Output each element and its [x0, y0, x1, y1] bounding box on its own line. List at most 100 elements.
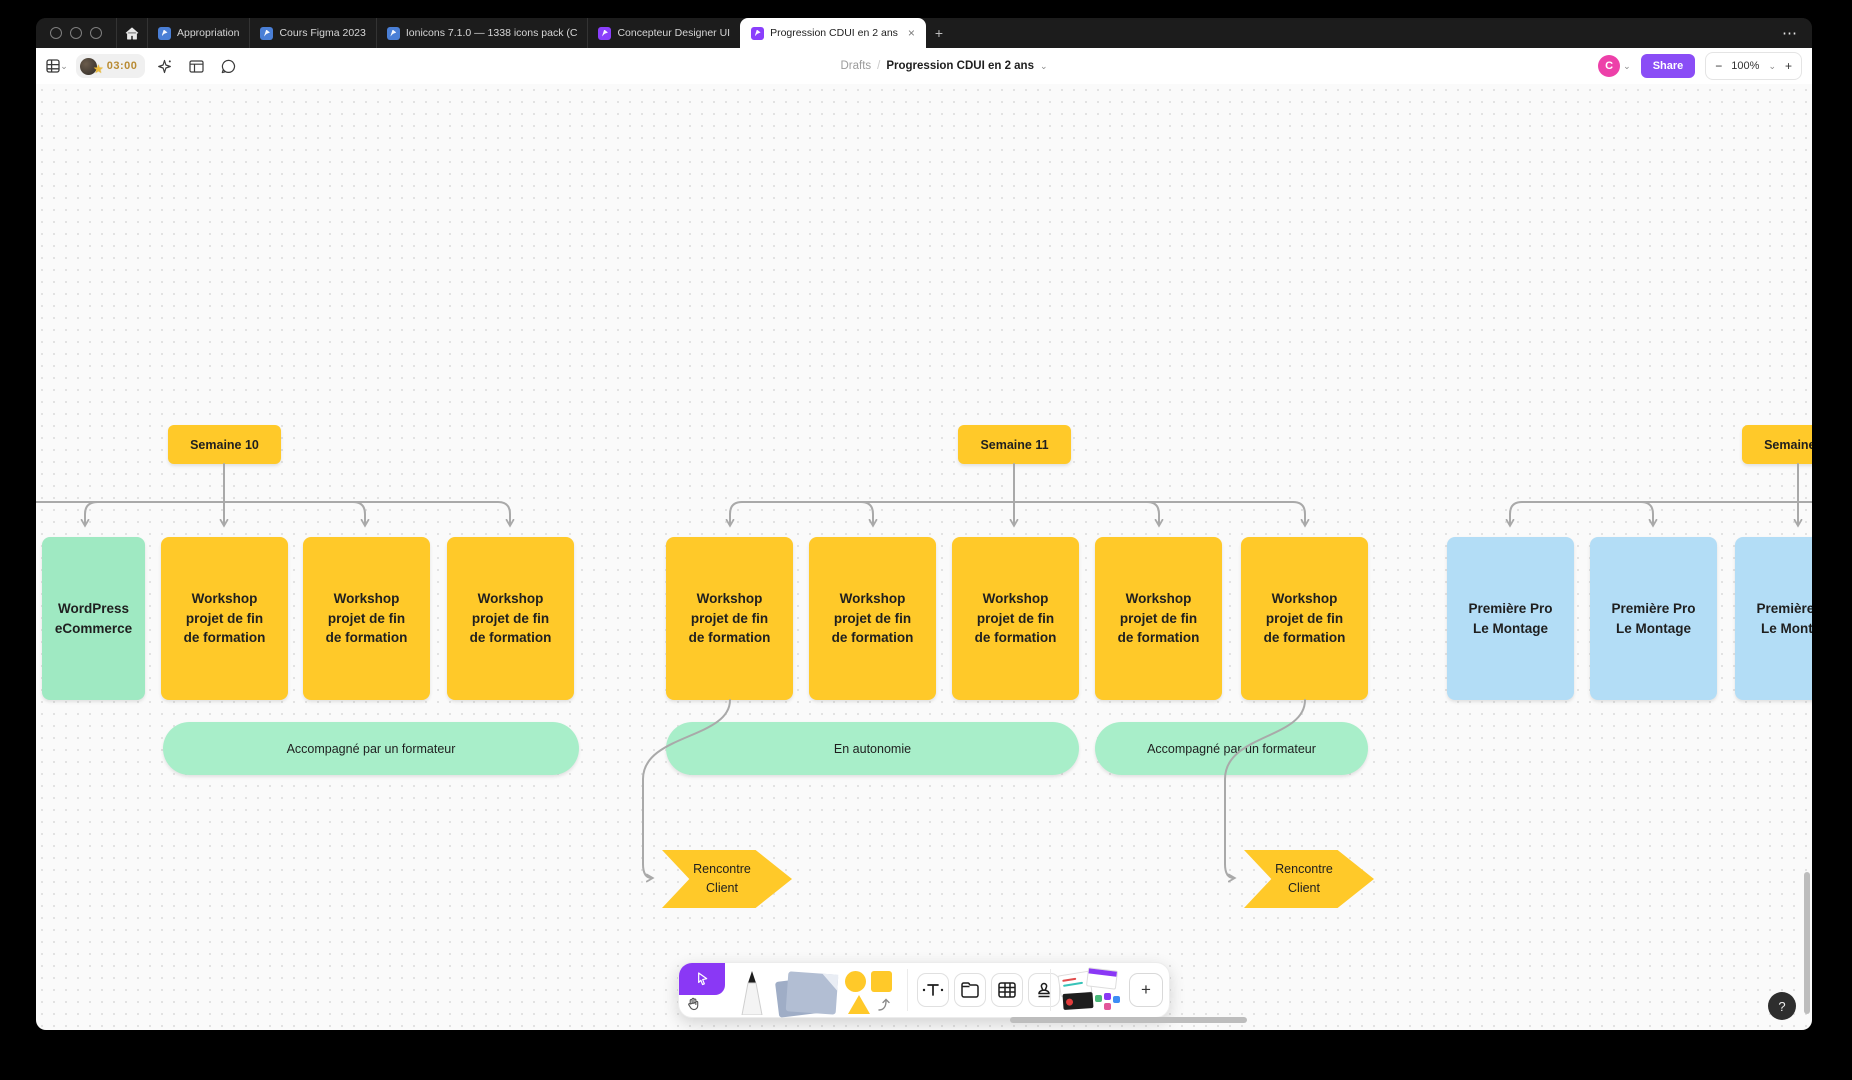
hand-icon	[686, 996, 701, 1011]
tab-label: Cours Figma 2023	[279, 27, 366, 39]
stamp-tool-button[interactable]	[1028, 973, 1060, 1007]
blue-task-node[interactable]: Première Pro Le Montage	[1447, 537, 1574, 700]
square-shape-icon	[871, 971, 892, 992]
section-icon	[960, 981, 980, 999]
tab-label: Progression CDUI en 2 ans	[770, 27, 898, 39]
main-menu-button[interactable]: ⌄	[44, 53, 70, 79]
file-favicon-icon	[260, 26, 274, 40]
tab-label: Ionicons 7.1.0 — 1338 icons pack (C	[405, 27, 578, 39]
week-label-node[interactable]: Semaine 10	[168, 425, 281, 464]
sticker-dots-icon	[1095, 993, 1123, 1011]
yellow-task-node[interactable]: Workshop projet de fin de formation	[809, 537, 936, 700]
green-task-node[interactable]: WordPress eCommerce	[42, 537, 145, 700]
window-controls	[36, 18, 116, 48]
table-icon	[997, 981, 1017, 999]
supervision-pill-node[interactable]: En autonomie	[666, 722, 1079, 775]
vertical-scrollbar[interactable]	[1804, 872, 1810, 1014]
stamp-icon	[1035, 981, 1053, 999]
zoom-level[interactable]: 100%	[1731, 60, 1760, 72]
table-tool-button[interactable]	[991, 973, 1023, 1007]
home-button[interactable]	[116, 18, 147, 48]
supervision-pill-node[interactable]: Accompagné par un formateur	[1095, 722, 1368, 775]
marker-pen-icon	[735, 969, 769, 1015]
blue-task-node[interactable]: Première Pro Le Montage	[1735, 537, 1812, 700]
dock-divider	[1050, 969, 1051, 1011]
grid-menu-icon	[46, 59, 60, 73]
frame-icon	[189, 59, 204, 73]
supervision-pill-node[interactable]: Accompagné par un formateur	[163, 722, 579, 775]
yellow-task-node[interactable]: Workshop projet de fin de formation	[303, 537, 430, 700]
tab-label: Appropriation	[177, 27, 240, 39]
window-close-button[interactable]	[50, 27, 62, 39]
text-tool-icon	[922, 982, 944, 998]
client-meeting-arrow-node[interactable]: Rencontre Client	[1244, 850, 1374, 908]
yellow-task-node[interactable]: Workshop projet de fin de formation	[666, 537, 793, 700]
file-menu-chevron-icon[interactable]: ⌄	[1039, 60, 1048, 71]
tab-close-icon[interactable]: ×	[907, 26, 915, 40]
window-minimize-button[interactable]	[70, 27, 82, 39]
help-button[interactable]: ?	[1768, 992, 1796, 1020]
avatar	[80, 57, 97, 75]
tab-1[interactable]: Appropriation	[147, 18, 249, 48]
file-favicon-icon	[158, 26, 171, 40]
cursor-arrow-icon	[694, 971, 710, 987]
client-meeting-arrow-node[interactable]: Rencontre Client	[662, 850, 792, 908]
yellow-task-node[interactable]: Workshop projet de fin de formation	[1241, 537, 1368, 700]
zoom-out-button[interactable]: −	[1715, 59, 1723, 73]
week-label-node[interactable]: Semaine 11	[958, 425, 1071, 464]
blue-task-node[interactable]: Première Pro Le Montage	[1590, 537, 1717, 700]
comments-button[interactable]	[215, 53, 241, 79]
zoom-in-button[interactable]: +	[1784, 59, 1792, 73]
select-tool-button[interactable]	[679, 963, 725, 995]
tool-dock: +	[678, 962, 1170, 1018]
section-tool-button[interactable]	[954, 973, 986, 1007]
tab-4[interactable]: Concepteur Designer UI	[587, 18, 740, 48]
ai-sparkle-button[interactable]	[151, 53, 177, 79]
tab-2[interactable]: Cours Figma 2023	[249, 18, 375, 48]
figjam-canvas[interactable]: Semaine 10 Semaine 11 Semaine 12 WordPress …	[36, 84, 1812, 1030]
horizontal-scrollbar[interactable]	[1010, 1017, 1247, 1023]
stickers-widgets-button[interactable]	[1057, 967, 1123, 1013]
tab-label: Concepteur Designer UI	[617, 27, 731, 39]
comment-bubble-icon	[221, 59, 236, 74]
connector-arrow-icon	[877, 997, 895, 1013]
collaborator-menu[interactable]: C ⌄	[1598, 55, 1631, 77]
tab-overflow-menu[interactable]: ⋯	[1782, 25, 1798, 42]
timer-value: 03:00	[106, 60, 138, 72]
tab-5[interactable]: Progression CDUI en 2 ans ×	[740, 18, 926, 48]
yellow-task-node[interactable]: Workshop projet de fin de formation	[1095, 537, 1222, 700]
hand-tool-button[interactable]	[686, 996, 701, 1011]
app-toolbar: ⌄ ★ 03:00	[36, 48, 1812, 85]
breadcrumb-file-name[interactable]: Progression CDUI en 2 ans	[886, 60, 1034, 72]
yellow-task-node[interactable]: Workshop projet de fin de formation	[952, 537, 1079, 700]
zoom-menu-chevron-icon[interactable]: ⌄	[1768, 60, 1776, 71]
star-icon: ★	[93, 62, 104, 76]
yellow-task-node[interactable]: Workshop projet de fin de formation	[161, 537, 288, 700]
sparkle-icon	[157, 59, 172, 74]
shape-tool-button[interactable]	[845, 969, 901, 1015]
breadcrumb-separator: /	[877, 60, 881, 72]
new-tab-button[interactable]: +	[934, 25, 944, 41]
templates-button[interactable]	[183, 53, 209, 79]
toolbar-left-cluster: ⌄ ★ 03:00	[36, 53, 241, 79]
breadcrumb-folder[interactable]: Drafts	[840, 60, 872, 72]
breadcrumb: Drafts / Progression CDUI en 2 ans ⌄	[840, 60, 1047, 72]
more-tools-button[interactable]: +	[1129, 973, 1163, 1007]
share-button[interactable]: Share	[1640, 54, 1696, 78]
window-maximize-button[interactable]	[90, 27, 102, 39]
tab-3[interactable]: Ionicons 7.1.0 — 1338 icons pack (C	[375, 18, 588, 48]
yellow-task-node[interactable]: Workshop projet de fin de formation	[447, 537, 574, 700]
figma-app-window: Appropriation Cours Figma 2023 Ionicons 7.…	[36, 18, 1812, 1030]
text-tool-button[interactable]	[917, 973, 949, 1007]
timer-widget[interactable]: ★ 03:00	[76, 54, 146, 78]
toolbar-right-cluster: C ⌄ Share − 100% ⌄ +	[1598, 52, 1802, 80]
chevron-down-icon: ⌄	[60, 60, 68, 71]
collaborator-avatar: C	[1598, 55, 1621, 77]
template-card-icon	[1085, 967, 1119, 990]
file-favicon-icon	[386, 26, 400, 40]
file-favicon-icon	[751, 26, 765, 40]
sticky-note-tool-button[interactable]	[774, 971, 839, 1018]
week-label-node[interactable]: Semaine 12	[1742, 425, 1812, 464]
marker-tool-button[interactable]	[735, 969, 769, 1015]
